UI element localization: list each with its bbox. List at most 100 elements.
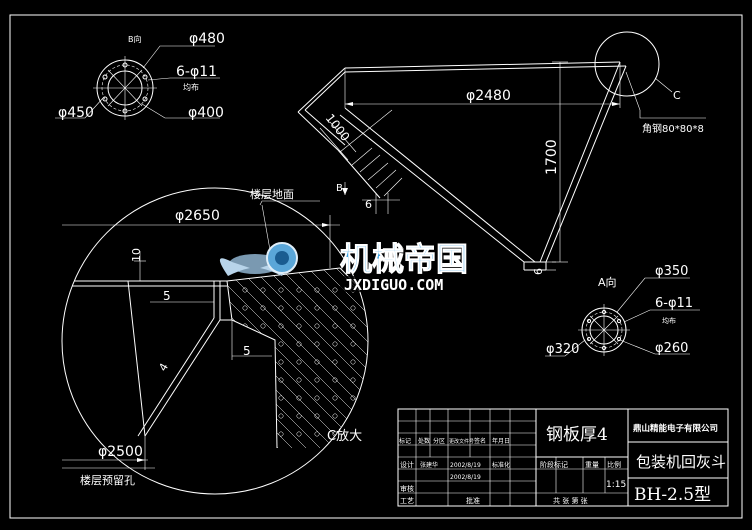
tb-designer: 张建华 — [420, 461, 438, 469]
aggregate-dot — [296, 377, 302, 383]
hatch-line — [243, 268, 368, 448]
a-left-diameter: φ320 — [546, 342, 579, 357]
aggregate-dot — [278, 359, 284, 365]
hatch-line — [257, 268, 368, 448]
tb-date2: 2002/8/19 — [450, 474, 481, 481]
aggregate-dot — [260, 359, 266, 365]
tb-approve: 批准 — [466, 496, 480, 505]
aggregate-dot — [314, 341, 320, 347]
b-left-diameter: φ450 — [58, 105, 94, 121]
aggregate-dot — [278, 431, 284, 437]
aggregate-dot — [314, 287, 320, 293]
aggregate-dot — [369, 306, 373, 310]
tb-label-date: 年月日 — [492, 437, 510, 445]
b-pcd-diameter: φ400 — [188, 105, 224, 121]
hatch-line — [299, 268, 368, 448]
aggregate-dot — [314, 305, 320, 311]
title-block: 标记 处数 分区 更改文件号 签名 年月日 设计 张建华 2002/8/19 标… — [397, 408, 729, 507]
tb-process: 工艺 — [400, 497, 414, 505]
aggregate-dot — [260, 395, 266, 401]
tb-design-date: 2002/8/19 — [450, 462, 481, 469]
aggregate-dot — [296, 395, 302, 401]
tb-part-name: 包装机回灰斗 — [636, 453, 726, 471]
big-detail-circle — [61, 187, 369, 495]
tb-stage: 阶段标记 — [540, 460, 568, 469]
tb-check: 审核 — [400, 484, 414, 493]
aggregate-dot — [242, 413, 248, 419]
b-holes-note: 均布 — [183, 82, 199, 92]
aggregate-dot — [314, 395, 320, 401]
watermark-title: 机械帝国 — [340, 240, 468, 278]
aggregate-dot — [260, 305, 266, 311]
tb-label-count: 处数 — [418, 437, 430, 445]
tb-material: 钢板厚4 — [546, 425, 608, 445]
tb-weight: 重量 — [585, 461, 599, 469]
tb-sheets: 共 张 第 张 — [553, 496, 588, 505]
tb-company: 鼎山精能电子有限公司 — [633, 423, 718, 434]
tb-label-change: 更改文件号 — [449, 438, 474, 445]
tb-ratio: 比例 — [607, 460, 621, 469]
aggregate-dot — [242, 287, 248, 293]
aggregate-dot — [278, 305, 284, 311]
aggregate-dot — [278, 287, 284, 293]
aggregate-dot — [260, 377, 266, 383]
aggregate-dot — [350, 341, 356, 347]
detail-dim-10: 10 — [130, 248, 143, 262]
hatch-line — [227, 268, 368, 448]
aggregate-dot — [350, 377, 356, 383]
hatch-line — [20, 260, 220, 460]
aggregate-dot — [242, 395, 248, 401]
aggregate-dot — [242, 377, 248, 383]
a-holes-note: 均布 — [662, 316, 676, 325]
aggregate-dot — [369, 432, 373, 436]
detail-diameter-2650: φ2650 — [175, 208, 220, 224]
b-holes: 6-φ11 — [176, 64, 217, 80]
aggregate-dot — [332, 395, 338, 401]
detail-dim-5a: 5 — [163, 289, 171, 303]
aggregate-dot — [332, 323, 338, 329]
aggregate-dot — [369, 342, 373, 346]
aggregate-dot — [369, 414, 373, 418]
a-holes: 6-φ11 — [655, 296, 693, 311]
aggregate-dot — [296, 341, 302, 347]
zoom-c-label: C放大 — [327, 429, 362, 444]
aggregate-dot — [350, 359, 356, 365]
aggregate-dot — [332, 377, 338, 383]
aggregate-dot — [350, 323, 356, 329]
tb-label-sign: 签名 — [474, 437, 486, 445]
hatch-line — [313, 268, 368, 448]
aggregate-dot — [260, 431, 266, 437]
angle-steel-note: 角钢80*80*8 — [642, 122, 704, 135]
hatch-line — [227, 268, 235, 448]
floor-label: 楼层地面 — [250, 187, 294, 201]
aggregate-dot — [296, 413, 302, 419]
aggregate-dot — [278, 395, 284, 401]
hatch-line — [229, 268, 368, 448]
hatch-line — [271, 268, 368, 448]
detail-c-enlarged: φ2650 楼层地面 10 5 5 4 φ2500 楼层预留孔 C放大 — [20, 187, 373, 495]
aggregate-dot — [369, 324, 373, 328]
aggregate-dot — [332, 305, 338, 311]
aggregate-dot — [242, 305, 248, 311]
aggregate-dot — [314, 413, 320, 419]
aggregate-dot — [242, 359, 248, 365]
tb-label-zone: 分区 — [433, 437, 445, 445]
aggregate-dot — [296, 305, 302, 311]
aggregate-dot — [278, 323, 284, 329]
aggregate-dot — [332, 359, 338, 365]
aggregate-dot — [369, 396, 373, 400]
aggregate-dot — [332, 341, 338, 347]
aggregate-dot — [260, 341, 266, 347]
detail-dim-4: 4 — [156, 361, 171, 374]
aggregate-dot — [350, 305, 356, 311]
hopper-height-1700: 1700 — [544, 139, 560, 175]
aggregate-dot — [260, 413, 266, 419]
tb-std: 标准化 — [492, 461, 510, 469]
aggregate-dot — [350, 395, 356, 401]
hopper-label-b: B — [336, 183, 343, 194]
aggregate-dot — [369, 378, 373, 382]
flange-view-a: A向 φ350 6-φ11 均布 φ320 φ260 — [545, 264, 700, 357]
detail-dim-5b: 5 — [243, 344, 251, 358]
